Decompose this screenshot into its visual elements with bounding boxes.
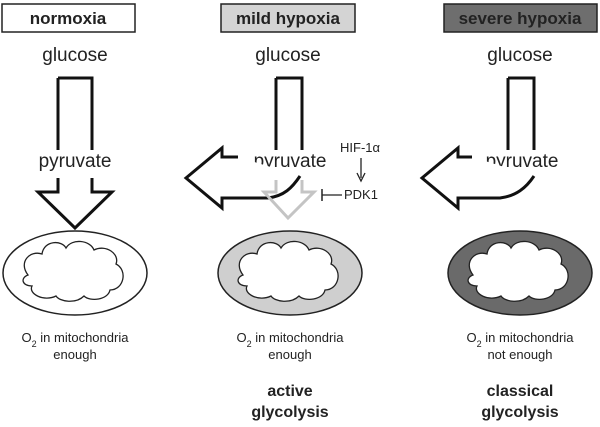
o2-status-normoxia: enough: [53, 347, 96, 362]
glucose-pyruvate-arrow-severe-hypoxia: [506, 76, 536, 150]
hif1a-label: HIF-1α: [340, 140, 381, 155]
pyruvate-label-mild-hypoxia: pyruvate: [254, 151, 327, 172]
panel-severe-hypoxia: severe hypoxia glucose pyruvate O2 in mi…: [419, 3, 598, 421]
lactate-arrow-severe-hypoxia: [419, 144, 536, 212]
inhibited-pyruvate-mito-arrow-mild-hypoxia: [260, 180, 318, 221]
pdk1-label: PDK1: [344, 187, 378, 202]
header-severe-hypoxia: severe hypoxia: [459, 9, 582, 28]
header-box-severe-hypoxia: [443, 3, 598, 33]
mitochondrion-inner-normoxia: [22, 240, 124, 302]
hif1a-arrowhead: [356, 172, 366, 183]
result-line2-mild-hypoxia: glycolysis: [251, 404, 328, 421]
panel-mild-hypoxia: mild hypoxia glucose pyruvate HIF-1α PDK…: [183, 3, 381, 421]
o2-status-mild-hypoxia: enough: [268, 347, 311, 362]
header-box-mild-hypoxia: [220, 3, 356, 33]
result-line2-severe-hypoxia: glycolysis: [481, 404, 558, 421]
header-box-normoxia: [1, 3, 136, 33]
glucose-pyruvate-arrow-mild-hypoxia: [274, 76, 304, 150]
mitochondrion-inner-mild-hypoxia: [237, 240, 339, 302]
glucose-label-normoxia: glucose: [42, 45, 108, 66]
glucose-label-mild-hypoxia: glucose: [255, 45, 321, 66]
mitochondrion-inner-severe-hypoxia: [467, 240, 569, 302]
header-mild-hypoxia: mild hypoxia: [236, 9, 340, 28]
o2-caption-severe-hypoxia: O2 in mitochondria: [467, 330, 575, 349]
pyruvate-mito-arrow-normoxia: [34, 178, 116, 231]
o2-caption-mild-hypoxia: O2 in mitochondria: [237, 330, 345, 349]
result-line1-severe-hypoxia: classical: [487, 383, 554, 400]
glucose-pyruvate-arrow-normoxia: [56, 76, 94, 150]
panel-normoxia: normoxia glucose pyruvate O2 in mitochon…: [1, 3, 148, 362]
o2-caption-normoxia: O2 in mitochondria: [22, 330, 130, 349]
pyruvate-label-normoxia: pyruvate: [39, 151, 112, 172]
result-line1-mild-hypoxia: active: [267, 383, 312, 400]
o2-status-severe-hypoxia: not enough: [487, 347, 552, 362]
glucose-label-severe-hypoxia: glucose: [487, 45, 553, 66]
header-normoxia: normoxia: [30, 9, 107, 28]
